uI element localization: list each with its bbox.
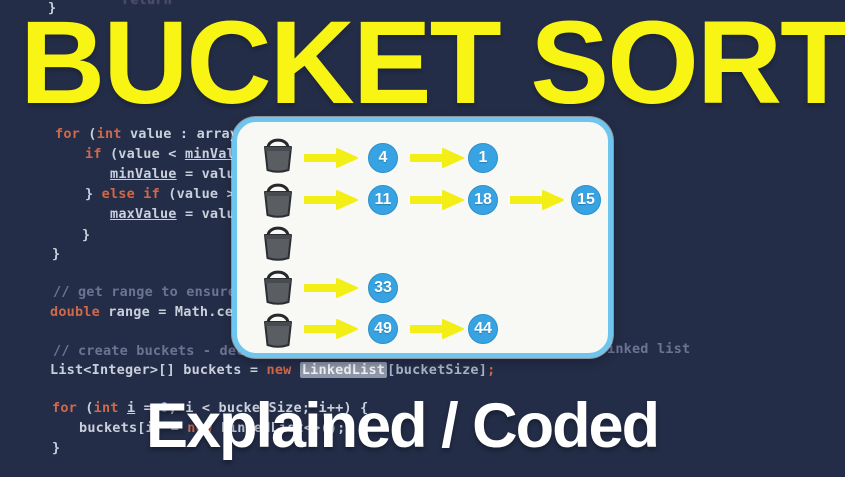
- code-token: }: [52, 440, 61, 456]
- value-chip: 49: [368, 314, 398, 344]
- code-token: buckets[i] =: [79, 420, 188, 436]
- value-chip: 15: [571, 185, 601, 215]
- code-token: (value <: [101, 146, 185, 162]
- code-token: }: [52, 246, 61, 262]
- code-line-buckets-i: buckets[i] = new LinkedList<>();: [79, 420, 346, 437]
- arrow-right-icon: [304, 278, 358, 298]
- code-token: LinkedList<>();: [212, 420, 346, 436]
- code-top-brace: }: [48, 0, 56, 17]
- code-token: =: [135, 400, 161, 416]
- arrow-right-icon: [410, 319, 464, 339]
- arrow-right-icon: [510, 190, 564, 210]
- code-token-highlighted: LinkedList: [299, 362, 388, 378]
- code-token: }: [82, 227, 91, 243]
- code-top-faded: return: [122, 0, 172, 9]
- code-token: ; i < bucketSize; i++) {: [168, 400, 369, 416]
- bucket-icon: [264, 270, 292, 305]
- code-token: // get range to ensure va: [53, 284, 262, 300]
- code-token: if: [85, 146, 102, 162]
- code-token: else if: [101, 186, 160, 202]
- code-comment-buckets-right: inked list: [607, 341, 690, 358]
- code-token: maxValue: [110, 206, 177, 222]
- code-token: double: [50, 304, 100, 320]
- bucket-icon: [264, 183, 292, 218]
- arrow-right-icon: [410, 148, 464, 168]
- arrow-right-icon: [304, 148, 358, 168]
- value-chip: 11: [368, 185, 398, 215]
- arrow-right-icon: [410, 190, 464, 210]
- code-line-brace: }: [82, 227, 90, 244]
- chip-number: 33: [374, 279, 392, 296]
- code-line-max-assign: maxValue = value;: [110, 206, 252, 223]
- code-token: int: [96, 126, 122, 142]
- value-chip: 33: [368, 273, 398, 303]
- code-token: minValue: [110, 166, 177, 182]
- code-line-for-value: for (int value : array) {: [55, 126, 263, 143]
- code-token: return: [122, 0, 172, 8]
- chip-number: 4: [378, 149, 388, 166]
- code-token: (: [76, 400, 94, 416]
- bucket-icon: [264, 226, 292, 261]
- code-token: new: [266, 362, 292, 378]
- code-token: List<Integer>[] buckets =: [50, 362, 267, 378]
- value-chip: 4: [368, 143, 398, 173]
- code-token: inked list: [607, 341, 691, 357]
- code-comment-range: // get range to ensure va: [53, 284, 261, 301]
- code-line-for-i: for (int i = 0; i < bucketSize; i++) {: [52, 400, 368, 417]
- arrow-right-icon: [304, 319, 358, 339]
- code-line-min-assign: minValue = value;: [110, 166, 252, 183]
- code-token: new: [187, 420, 213, 436]
- footer-caption: Explained / Coded: [146, 391, 660, 461]
- value-chip: 18: [468, 185, 498, 215]
- chip-number: 15: [577, 191, 595, 208]
- bucket-icon: [264, 138, 292, 173]
- arrow-right-icon: [304, 190, 358, 210]
- code-token: [119, 400, 127, 416]
- code-token: for: [55, 126, 80, 142]
- code-token: }: [85, 186, 102, 202]
- code-line-list-buckets: List<Integer>[] buckets = new LinkedList…: [50, 362, 495, 379]
- code-token: [bucketSize]: [387, 362, 488, 378]
- chip-number: 18: [474, 191, 492, 208]
- code-line-brace: }: [52, 246, 60, 263]
- bucket-icon: [264, 313, 292, 348]
- bucket-diagram-panel: 4 1 11 18 15 33 49 44: [232, 117, 613, 358]
- code-token: int: [93, 400, 119, 416]
- chip-number: 11: [374, 191, 392, 208]
- code-token: i: [126, 400, 136, 416]
- code-token: (: [79, 126, 97, 142]
- code-token: 0: [160, 400, 169, 416]
- value-chip: 1: [468, 143, 498, 173]
- chip-number: 44: [474, 320, 492, 337]
- code-token: ;: [487, 362, 496, 378]
- code-token: }: [48, 0, 57, 16]
- page-title: BUCKET SORT: [20, 0, 845, 129]
- chip-number: 49: [374, 320, 392, 337]
- code-token: [292, 362, 300, 378]
- value-chip: 44: [468, 314, 498, 344]
- code-line-range: double range = Math.ceil(: [50, 304, 258, 321]
- chip-number: 1: [478, 149, 488, 166]
- code-line-brace: }: [52, 440, 60, 457]
- code-token: for: [52, 400, 77, 416]
